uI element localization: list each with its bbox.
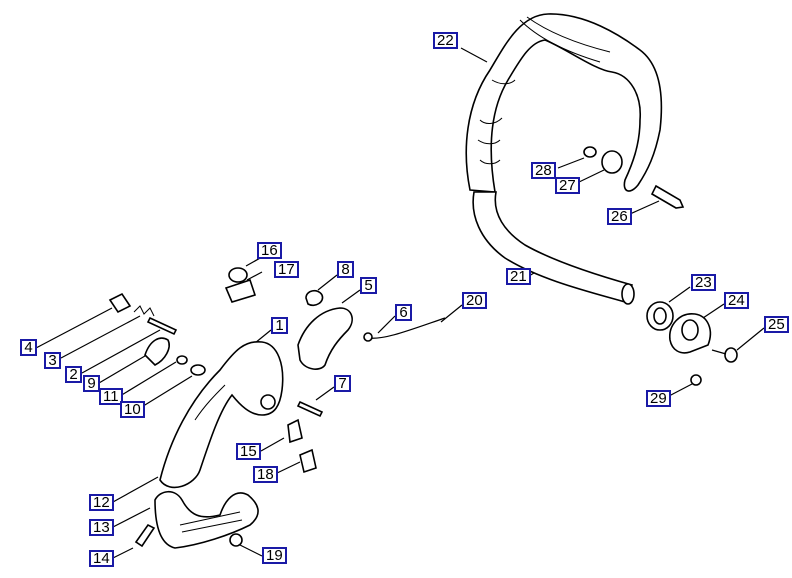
- lever-5: [297, 307, 353, 370]
- bolt-26: [650, 184, 685, 209]
- callout-part-28[interactable]: 28: [531, 162, 556, 179]
- callout-part-26[interactable]: 26: [607, 208, 632, 225]
- callout-part-1[interactable]: 1: [271, 317, 288, 334]
- callout-part-22[interactable]: 22: [433, 32, 458, 49]
- screw-29: [690, 374, 702, 386]
- callout-part-2[interactable]: 2: [65, 366, 82, 383]
- fitting-15: [287, 418, 303, 444]
- rubber-buffer: [646, 301, 674, 331]
- callout-part-10[interactable]: 10: [120, 401, 145, 418]
- callout-part-5[interactable]: 5: [360, 277, 377, 294]
- grommet-16: [228, 267, 248, 283]
- callout-part-9[interactable]: 9: [83, 375, 100, 392]
- callout-part-4[interactable]: 4: [20, 339, 37, 356]
- callout-part-18[interactable]: 18: [253, 466, 278, 483]
- callout-part-3[interactable]: 3: [44, 352, 61, 369]
- callout-part-27[interactable]: 27: [555, 177, 580, 194]
- callout-part-17[interactable]: 17: [274, 261, 299, 278]
- pin-2: [146, 316, 178, 336]
- screw-19: [229, 533, 243, 547]
- callout-part-20[interactable]: 20: [462, 292, 487, 309]
- handle-lower-shell: [154, 490, 259, 549]
- sleeve-27: [601, 150, 623, 174]
- callout-part-14[interactable]: 14: [89, 550, 114, 567]
- spring-8: [305, 289, 324, 307]
- clamp: [669, 313, 712, 354]
- fitting-18: [299, 448, 317, 474]
- bush-10: [190, 364, 206, 376]
- callout-part-7[interactable]: 7: [334, 375, 351, 392]
- nut-28: [583, 146, 597, 158]
- sleeve-4: [108, 292, 132, 314]
- callout-part-16[interactable]: 16: [257, 242, 282, 259]
- callout-part-15[interactable]: 15: [236, 443, 261, 460]
- ring-11: [176, 355, 188, 365]
- callout-part-21[interactable]: 21: [506, 268, 531, 285]
- callout-part-24[interactable]: 24: [724, 292, 749, 309]
- bail-tube-lower: [472, 191, 635, 305]
- bail-handle-upper: [465, 13, 663, 193]
- spring-wire-6: [363, 317, 446, 342]
- handle-housing: [159, 341, 284, 489]
- callout-part-23[interactable]: 23: [691, 274, 716, 291]
- callout-part-11[interactable]: 11: [99, 388, 123, 405]
- leader-lines: [35, 47, 765, 559]
- pin-7: [296, 400, 324, 418]
- callout-part-19[interactable]: 19: [262, 547, 287, 564]
- plate-17: [224, 278, 257, 303]
- callout-part-6[interactable]: 6: [395, 304, 412, 321]
- screw-25: [711, 347, 738, 363]
- callout-part-29[interactable]: 29: [646, 390, 671, 407]
- screw-14: [134, 523, 156, 548]
- lever-9: [144, 337, 170, 366]
- callout-part-25[interactable]: 25: [764, 316, 789, 333]
- callout-part-12[interactable]: 12: [89, 494, 114, 511]
- callout-part-8[interactable]: 8: [337, 261, 354, 278]
- callout-part-13[interactable]: 13: [89, 519, 114, 536]
- spring-3: [133, 305, 155, 317]
